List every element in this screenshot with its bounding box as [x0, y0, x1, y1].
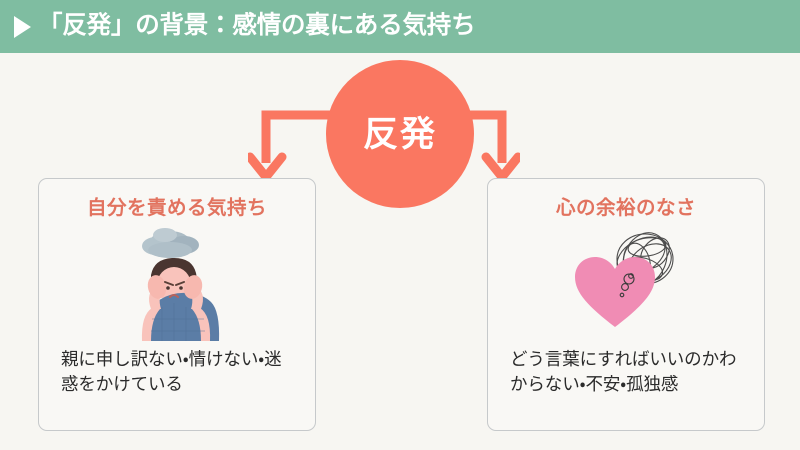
card-no-emotional-room: 心の余裕のなさ — [487, 178, 765, 431]
header-banner: 「反発」の背景：感情の裏にある気持ち — [0, 0, 800, 53]
center-node-hanpatsu: 反発 — [326, 60, 474, 208]
card-body: どう言葉にすればいいのかわからない・不安・孤独感 — [510, 348, 737, 395]
card-body: 親に申し訳ない・情けない・迷惑をかけている — [61, 348, 282, 395]
page-title: 「反発」の背景：感情の裏にある気持ち — [38, 12, 476, 40]
card-title: 心の余裕のなさ — [555, 197, 696, 219]
card-title: 自分を責める気持ち — [86, 197, 267, 219]
diagram-canvas: 反発 自分を責める気持ち — [0, 53, 800, 450]
pink-heart-with-tangled-scribble-icon — [567, 223, 685, 343]
card-self-blame: 自分を責める気持ち — [38, 178, 316, 431]
center-node-label: 反発 — [362, 114, 437, 154]
triangle-right-icon — [14, 15, 31, 38]
person-holding-head-with-storm-cloud-icon — [118, 223, 236, 343]
